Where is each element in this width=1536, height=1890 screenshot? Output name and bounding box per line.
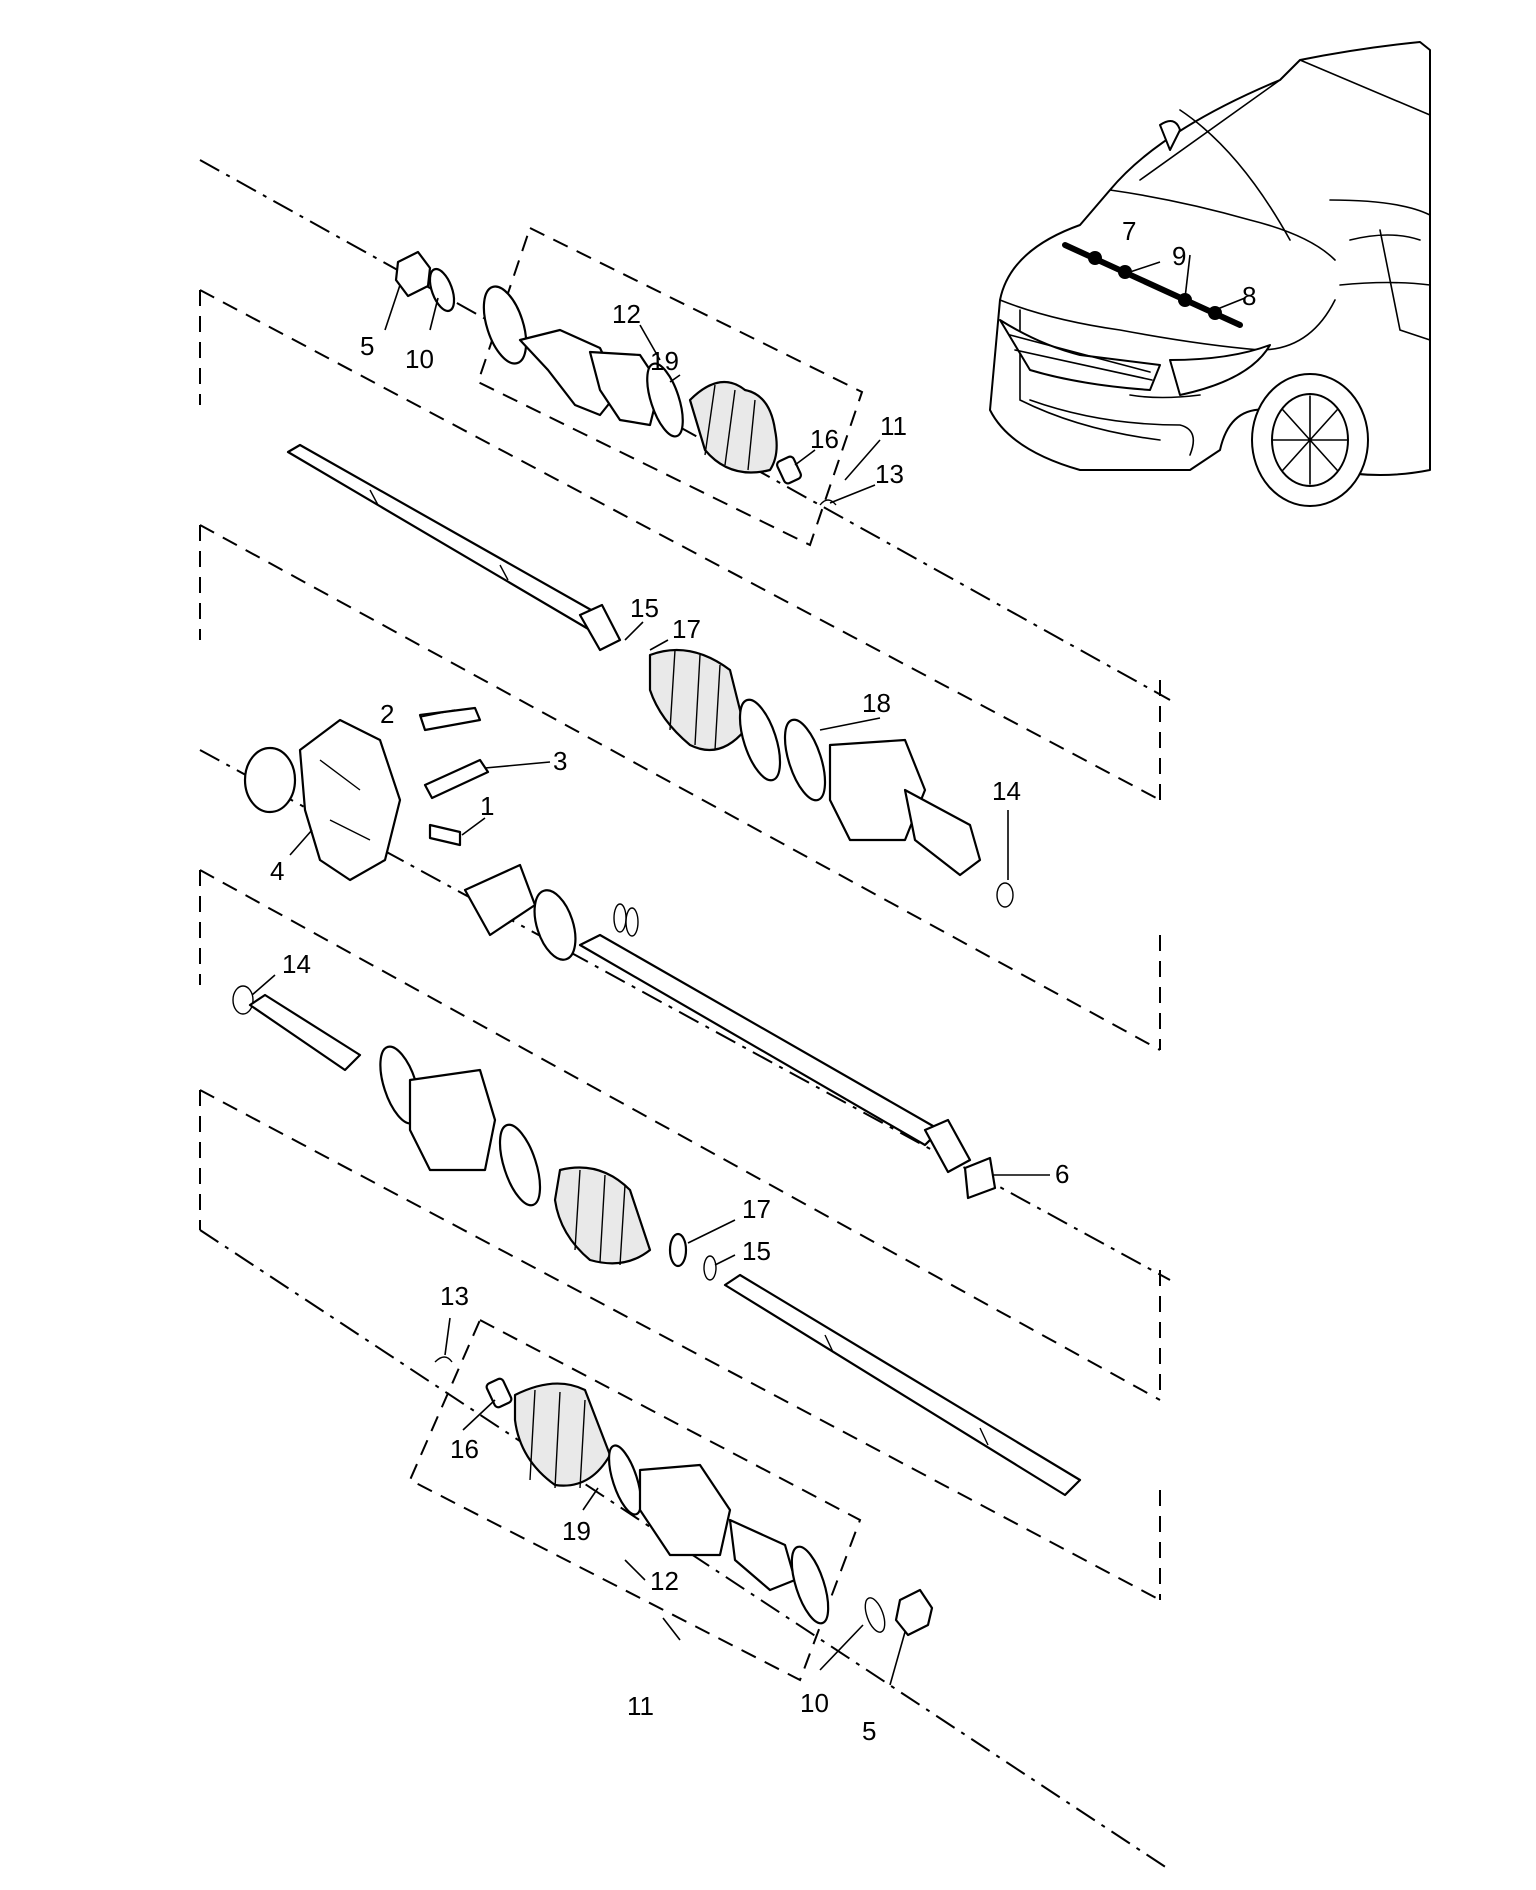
stub-shaft: [248, 993, 362, 1072]
callout-18: 18: [862, 688, 891, 718]
callout-19-upper: 19: [650, 346, 679, 376]
tripod-housing-upper: [828, 738, 927, 842]
callout-2: 2: [380, 699, 394, 729]
tripod-housing-lower: [408, 1068, 497, 1172]
callout-12-upper: 12: [612, 299, 641, 329]
middle-shaft-assembly: [463, 863, 997, 1200]
callout-3: 3: [553, 746, 567, 776]
callout-11-lower: 11: [627, 1691, 654, 1721]
lower-shaft: [723, 1273, 1082, 1497]
lower-inner-assembly: [232, 985, 1082, 1497]
callout-15-lower: 15: [742, 1236, 771, 1266]
outer-cv-joint-lower: [638, 1463, 732, 1557]
callout-16-lower: 16: [450, 1434, 479, 1464]
callout-17-upper: 17: [672, 614, 701, 644]
callout-19-lower: 19: [562, 1516, 591, 1546]
small-clamp-upper: [775, 455, 803, 485]
callout-11-upper: 11: [880, 411, 907, 441]
hub-nut-lower: [894, 1588, 934, 1637]
callout-13-lower: 13: [440, 1281, 469, 1311]
outer-boot-upper: [688, 380, 778, 474]
callout-16-upper: 16: [810, 424, 839, 454]
callout-15-upper: 15: [630, 593, 659, 623]
dust-shield-lower: [790, 1545, 830, 1625]
washer-upper: [428, 267, 456, 313]
callout-14-lower: 14: [282, 949, 311, 979]
callout-10-upper: 10: [405, 344, 434, 374]
callout-13-upper: 13: [875, 459, 904, 489]
bracket-assembly: [243, 706, 490, 882]
callout-4: 4: [270, 856, 284, 886]
bearing-cap: [243, 746, 297, 814]
bearing-housing: [463, 863, 537, 937]
callout-labels: 5 10 12 19 16 11 13 15 17 18 2 3 1 4 14 …: [270, 216, 1256, 1746]
callout-5-lower: 5: [862, 1716, 876, 1746]
callout-7: 7: [1122, 216, 1136, 246]
bolt-1: [428, 823, 462, 847]
lower-outer-assembly: [434, 1356, 934, 1637]
clamp-upper: [646, 362, 684, 438]
callout-6: 6: [1055, 1159, 1069, 1189]
vehicle-inset: [989, 41, 1431, 507]
seal-18: [783, 718, 827, 802]
callout-17-lower: 17: [742, 1194, 771, 1224]
callout-8: 8: [1242, 281, 1256, 311]
callout-14-upper: 14: [992, 776, 1021, 806]
callout-9: 9: [1172, 241, 1186, 271]
bearing: [533, 889, 577, 961]
outer-boot-lower: [513, 1382, 612, 1487]
leader-lines: [251, 254, 1246, 1686]
callout-12-lower: 12: [650, 1566, 679, 1596]
dust-shield-upper: [482, 285, 528, 365]
support-bracket: [298, 718, 402, 882]
long-shaft: [578, 933, 942, 1147]
hub-nut-upper: [394, 250, 432, 298]
callout-10-lower: 10: [800, 1688, 829, 1718]
inner-clamp-upper: [738, 698, 782, 782]
bolt-3: [423, 758, 490, 800]
circlip-6: [963, 1156, 997, 1200]
upper-shaft-assembly: [286, 250, 1014, 908]
group-boxes: [199, 226, 1161, 1682]
callout-1: 1: [480, 791, 494, 821]
callout-5-upper: 5: [360, 331, 374, 361]
intermediate-shaft: [286, 443, 602, 632]
